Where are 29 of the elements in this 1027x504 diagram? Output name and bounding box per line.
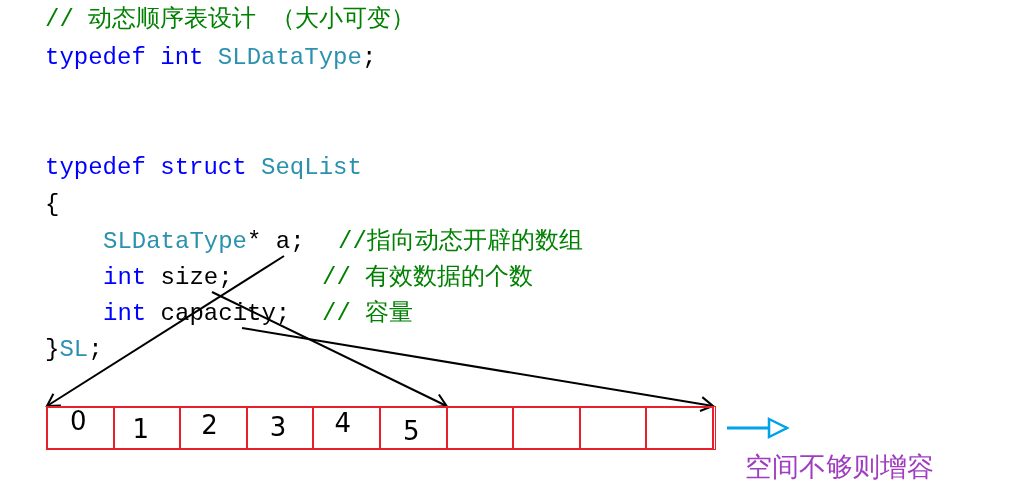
note-text: 空间不够则增容	[745, 450, 934, 484]
array-cell	[179, 406, 248, 450]
arrow	[241, 327, 714, 412]
code-line: typedef int SLDataType;	[45, 44, 377, 72]
array-cell	[379, 406, 448, 450]
array-cell	[46, 406, 115, 450]
array-cell	[645, 406, 714, 450]
array-cell	[578, 406, 648, 450]
array-cell	[245, 406, 315, 450]
code-line: int size; // 有效数据的个数	[103, 264, 573, 292]
index-number: 5	[403, 416, 420, 446]
code-line: typedef struct SeqList	[45, 154, 362, 182]
array-bar	[47, 407, 715, 449]
code-line: SLDataType* a; //指向动态开辟的数组	[103, 228, 633, 256]
index-number: 0	[70, 406, 87, 436]
code-comment: // 动态顺序表设计 （大小可变）	[45, 6, 415, 34]
array-cell	[112, 406, 182, 450]
arrow	[46, 255, 285, 407]
code-line: }SL;	[45, 336, 103, 364]
arrow	[211, 291, 448, 409]
code-line: {	[45, 191, 60, 219]
array-cell	[312, 406, 381, 450]
index-number: 3	[269, 412, 287, 442]
array-cell	[512, 406, 581, 450]
arrow	[727, 417, 789, 439]
index-number: 2	[201, 410, 218, 440]
index-number: 4	[334, 408, 351, 438]
index-number: 1	[132, 414, 150, 444]
array-cell	[445, 406, 515, 450]
